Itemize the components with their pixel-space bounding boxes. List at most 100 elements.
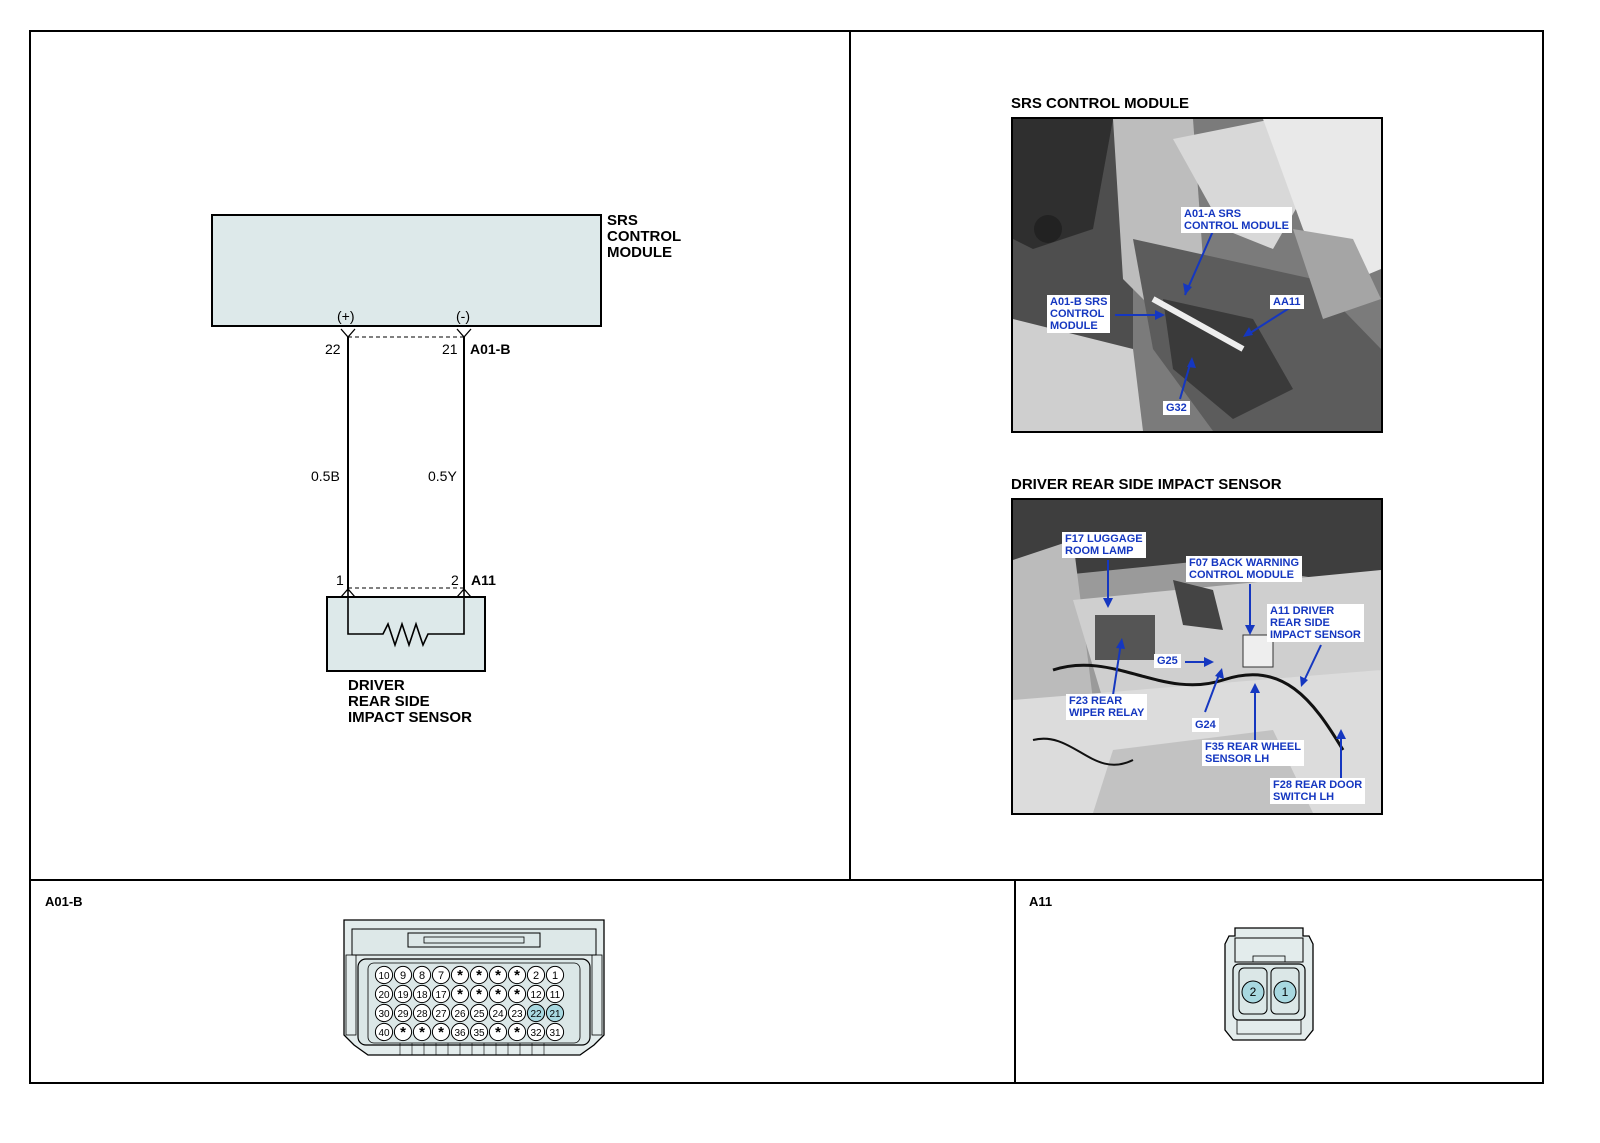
a01b-pin (374, 1003, 394, 1023)
a01b-pin-label: 12 (530, 990, 542, 1001)
srs-photo-title: SRS CONTROL MODULE (1011, 95, 1190, 112)
a01b-pin-label: 40 (378, 1028, 390, 1039)
a01b-pin (488, 984, 508, 1004)
srs-module-label-3: MODULE (607, 244, 672, 261)
a01b-pin-label: * (514, 986, 520, 1003)
callout-g32: G32 (1163, 401, 1190, 415)
callout-aa11: AA11 (1270, 295, 1304, 309)
wire-right-label: 0.5Y (428, 468, 457, 484)
diagram-frame (29, 30, 1544, 1084)
a01b-pin-label: 21 (549, 1009, 561, 1020)
a01b-pin (526, 965, 546, 985)
a01b-pin-label: 20 (378, 990, 390, 1001)
a01b-pin (431, 965, 451, 985)
a01b-pin (431, 984, 451, 1004)
a01b-pin-label: 19 (397, 990, 409, 1001)
a01b-pin (469, 965, 489, 985)
a01b-pin (526, 1003, 546, 1023)
vertical-divider (849, 30, 851, 881)
plus-terminal-label: (+) (337, 308, 355, 324)
a01b-pin (412, 1022, 432, 1042)
a01b-pin (412, 984, 432, 1004)
srs-module-label-2: CONTROL (607, 228, 682, 245)
sensor-photo-title: DRIVER REAR SIDE IMPACT SENSOR (1011, 476, 1282, 493)
a01b-pin-label: * (457, 967, 463, 984)
wire-left-label: 0.5B (311, 468, 340, 484)
callout-a01a: A01-A SRS CONTROL MODULE (1181, 207, 1292, 233)
srs-location-photo: A01-A SRS CONTROL MODULE A01-B SRS CONTR… (1011, 117, 1383, 433)
a01b-pin (488, 1022, 508, 1042)
callout-f28: F28 REAR DOOR SWITCH LH (1270, 778, 1366, 804)
a01b-pin-label: 36 (454, 1028, 466, 1039)
a01b-pin (393, 984, 413, 1004)
a01b-pin (469, 1003, 489, 1023)
srs-module-label-1: SRS (607, 212, 638, 229)
a01b-pin-label: 29 (397, 1009, 409, 1020)
a01b-pin (450, 965, 470, 985)
a01b-pin-label: * (457, 986, 463, 1003)
terminal-22-mark (340, 328, 356, 338)
a01b-pin (374, 984, 394, 1004)
a01b-pin-label: 25 (473, 1009, 485, 1020)
callout-f17: F17 LUGGAGE ROOM LAMP (1062, 532, 1146, 558)
a01b-pin-label: * (476, 967, 482, 984)
callout-f23: F23 REAR WIPER RELAY (1066, 694, 1148, 720)
a01b-pin-label: * (495, 986, 501, 1003)
a01b-pin (488, 1003, 508, 1023)
sensor-location-photo: F17 LUGGAGE ROOM LAMP F07 BACK WARNING C… (1011, 498, 1383, 815)
a01b-pin-label: 26 (454, 1009, 466, 1020)
a01b-pin-label: * (495, 1024, 501, 1041)
a01b-pin-label: 9 (400, 970, 406, 982)
terminal-2-mark (456, 588, 472, 598)
a01b-connector-title: A01-B (45, 894, 83, 909)
callout-g24: G24 (1192, 718, 1219, 732)
a01b-pin (374, 965, 394, 985)
a01b-pin (488, 965, 508, 985)
a01b-pin-label: * (400, 1024, 406, 1041)
a11-pin-label: 2 (1250, 985, 1257, 999)
a01b-pin-label: 22 (530, 1009, 542, 1020)
a01b-pin (469, 984, 489, 1004)
a01b-pin (431, 1003, 451, 1023)
a01b-pin-label: 28 (416, 1009, 428, 1020)
a01b-pin (450, 1022, 470, 1042)
srs-photo-art (1013, 119, 1381, 431)
a01b-pin (393, 1003, 413, 1023)
a01b-pin (450, 1003, 470, 1023)
a01b-pin-label: 30 (378, 1009, 390, 1020)
pin-2-label: 2 (451, 572, 459, 588)
connector-a01b-label: A01-B (470, 341, 511, 357)
callout-a11: A11 DRIVER REAR SIDE IMPACT SENSOR (1267, 604, 1364, 642)
a01b-pin (526, 1022, 546, 1042)
a01b-pin-label: 17 (435, 990, 447, 1001)
a01b-pin (507, 1022, 527, 1042)
a01b-pin-label: 8 (419, 970, 425, 982)
sensor-label-3: IMPACT SENSOR (348, 709, 472, 726)
a01b-pin-label: 27 (435, 1009, 447, 1020)
a01b-pin (374, 1022, 394, 1042)
a01b-pin (545, 1003, 565, 1023)
a01b-pin-label: 31 (549, 1028, 561, 1039)
a01b-pin-label: * (495, 967, 501, 984)
a01b-pin-label: * (438, 1024, 444, 1041)
a01b-pin-label: 2 (533, 970, 539, 982)
a01b-pin-label: 18 (416, 990, 428, 1001)
a01b-pin-label: * (514, 1024, 520, 1041)
a11-connector-title: A11 (1029, 894, 1053, 909)
a01b-pin (526, 984, 546, 1004)
a01b-pin (431, 1022, 451, 1042)
a01b-pin-label: 24 (492, 1009, 504, 1020)
callout-g25: G25 (1154, 654, 1181, 668)
a01b-pin-label: 10 (378, 971, 390, 982)
connector-divider (1014, 879, 1016, 1084)
a01b-pin-label: 23 (511, 1009, 523, 1020)
a11-pin (1273, 980, 1297, 1004)
a01b-pin (412, 1003, 432, 1023)
pin-21-label: 21 (442, 341, 458, 357)
a01b-pin-label: 11 (550, 990, 561, 1001)
a01b-pin-label: 1 (552, 970, 558, 982)
a01b-pin (393, 965, 413, 985)
resistor-circuit (347, 590, 465, 648)
callout-f07: F07 BACK WARNING CONTROL MODULE (1186, 556, 1303, 582)
